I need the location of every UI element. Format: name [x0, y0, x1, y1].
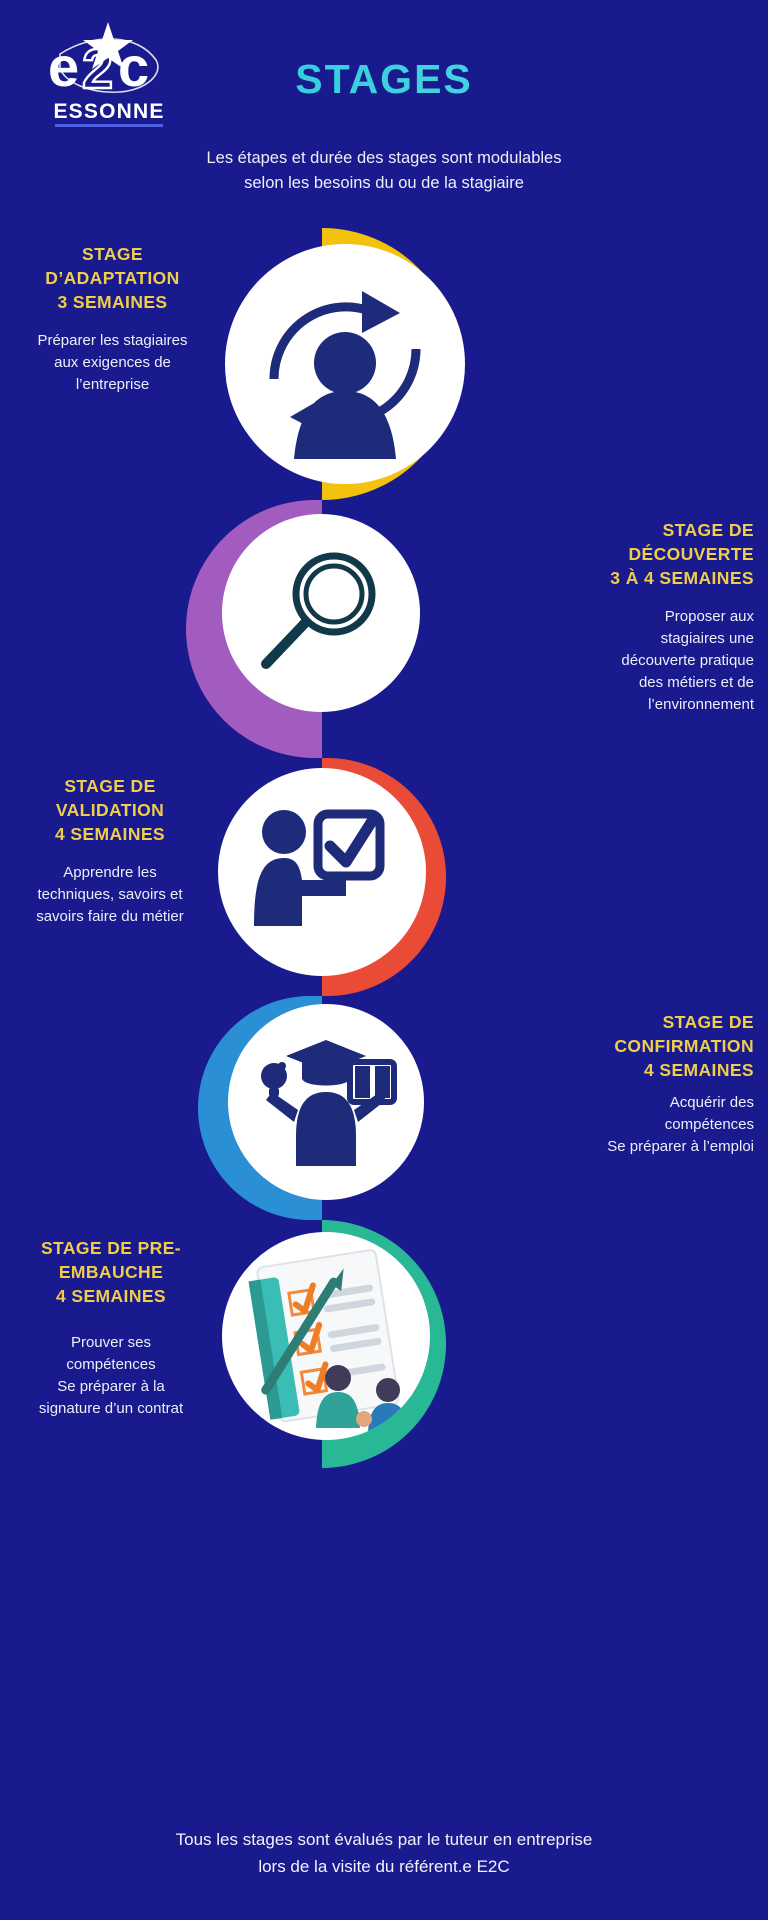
heading-line-2: D’ADAPTATION: [45, 268, 180, 288]
step-body-pre-embauche: Prouver ses compétences Se préparer à la…: [6, 1332, 216, 1420]
body-line-4: signature d’un contrat: [38, 1400, 184, 1417]
body-line-3: l’entreprise: [75, 376, 150, 393]
body-line-3: savoirs faire du métier: [36, 908, 184, 925]
step-body-adaptation: Préparer les stagiaires aux exigences de…: [10, 330, 215, 396]
person-checklist-icon: [254, 809, 385, 926]
step-heading-pre-embauche: STAGE DE PRE- EMBAUCHE 4 SEMAINES: [6, 1236, 216, 1308]
heading-line-2: DÉCOUVERTE: [628, 544, 754, 564]
step-text-adaptation: STAGE D’ADAPTATION 3 SEMAINES Préparer l…: [10, 242, 215, 396]
svg-text:c: c: [118, 35, 149, 98]
body-line-1: Acquérir des: [669, 1094, 754, 1111]
body-line-3: Se préparer à la: [57, 1378, 165, 1395]
step-icon-bubble-adaptation: [225, 244, 465, 484]
step-icon-bubble-decouverte: [222, 514, 420, 712]
subtitle-line-2: selon les besoins du ou de la stagiaire: [244, 174, 524, 192]
heading-line-1: STAGE: [82, 244, 143, 264]
step-text-validation: STAGE DE VALIDATION 4 SEMAINES Apprendre…: [6, 774, 214, 928]
svg-text:e: e: [48, 35, 79, 98]
step-body-confirmation: Acquérir des compétences Se préparer à l…: [494, 1092, 754, 1158]
body-line-3: découverte pratique: [621, 652, 754, 669]
graduate-skills-icon: [261, 1040, 397, 1166]
body-line-2: aux exigences de: [54, 354, 171, 371]
step-text-decouverte: STAGE DE DÉCOUVERTE 3 À 4 SEMAINES Propo…: [484, 518, 754, 716]
body-line-4: des métiers et de: [638, 674, 754, 691]
steps-stack: STAGE D’ADAPTATION 3 SEMAINES Préparer l…: [0, 228, 768, 1468]
heading-line-2: EMBAUCHE: [58, 1262, 164, 1282]
page-title: STAGES: [0, 56, 768, 103]
heading-line-1: STAGE DE: [662, 1012, 754, 1032]
footer-note: Tous les stages sont évalués par le tute…: [60, 1826, 708, 1880]
body-line-2: compétences: [664, 1116, 754, 1133]
step-adaptation: STAGE D’ADAPTATION 3 SEMAINES Préparer l…: [0, 228, 768, 500]
heading-line-1: STAGE DE PRE-: [40, 1238, 182, 1258]
footer-line-2: lors de la visite du référent.e E2C: [258, 1857, 510, 1876]
body-line-5: l’environnement: [648, 696, 754, 713]
body-line-1: Apprendre les: [63, 864, 157, 881]
heading-line-3: 3 SEMAINES: [57, 292, 168, 312]
step-decouverte: STAGE DE DÉCOUVERTE 3 À 4 SEMAINES Propo…: [0, 500, 768, 758]
step-text-pre-embauche: STAGE DE PRE- EMBAUCHE 4 SEMAINES Prouve…: [6, 1236, 216, 1420]
e2c-essonne-logo: e 2 c ESSONNE: [34, 20, 184, 130]
contract-handshake-icon: [248, 1249, 408, 1432]
heading-line-2: CONFIRMATION: [614, 1036, 754, 1056]
footer-line-1: Tous les stages sont évalués par le tute…: [175, 1830, 593, 1849]
heading-line-3: 4 SEMAINES: [644, 1060, 754, 1080]
body-line-1: Préparer les stagiaires: [37, 332, 188, 349]
svg-text:ESSONNE: ESSONNE: [53, 100, 164, 123]
svg-text:2: 2: [82, 37, 113, 100]
heading-line-1: STAGE DE: [64, 776, 156, 796]
body-line-1: Proposer aux: [664, 608, 754, 625]
step-icon-bubble-confirmation: [228, 1004, 424, 1200]
step-heading-adaptation: STAGE D’ADAPTATION 3 SEMAINES: [10, 242, 215, 314]
heading-line-1: STAGE DE: [662, 520, 754, 540]
body-line-3: Se préparer à l’emploi: [607, 1138, 754, 1155]
step-text-confirmation: STAGE DE CONFIRMATION 4 SEMAINES Acquéri…: [494, 1010, 754, 1158]
step-confirmation: STAGE DE CONFIRMATION 4 SEMAINES Acquéri…: [0, 996, 768, 1220]
step-pre-embauche: STAGE DE PRE- EMBAUCHE 4 SEMAINES Prouve…: [0, 1220, 768, 1468]
step-icon-bubble-validation: [218, 768, 426, 976]
heading-line-3: 4 SEMAINES: [56, 1286, 166, 1306]
step-heading-validation: STAGE DE VALIDATION 4 SEMAINES: [6, 774, 214, 846]
subtitle-line-1: Les étapes et durée des stages sont modu…: [206, 149, 562, 167]
person-refresh-icon: [269, 291, 421, 459]
step-heading-confirmation: STAGE DE CONFIRMATION 4 SEMAINES: [494, 1010, 754, 1082]
body-line-2: compétences: [66, 1356, 156, 1373]
heading-line-3: 4 SEMAINES: [55, 824, 165, 844]
step-heading-decouverte: STAGE DE DÉCOUVERTE 3 À 4 SEMAINES: [484, 518, 754, 590]
step-validation: STAGE DE VALIDATION 4 SEMAINES Apprendre…: [0, 758, 768, 996]
step-icon-bubble-pre-embauche: [222, 1232, 430, 1440]
magnifier-icon: [261, 552, 376, 669]
page-subtitle: Les étapes et durée des stages sont modu…: [120, 146, 648, 196]
body-line-2: stagiaires une: [660, 630, 754, 647]
heading-line-2: VALIDATION: [55, 800, 165, 820]
body-line-2: techniques, savoirs et: [37, 886, 183, 903]
step-body-decouverte: Proposer aux stagiaires une découverte p…: [484, 606, 754, 716]
step-body-validation: Apprendre les techniques, savoirs et sav…: [6, 862, 214, 928]
body-line-1: Prouver ses: [70, 1334, 152, 1351]
heading-line-3: 3 À 4 SEMAINES: [610, 568, 754, 588]
